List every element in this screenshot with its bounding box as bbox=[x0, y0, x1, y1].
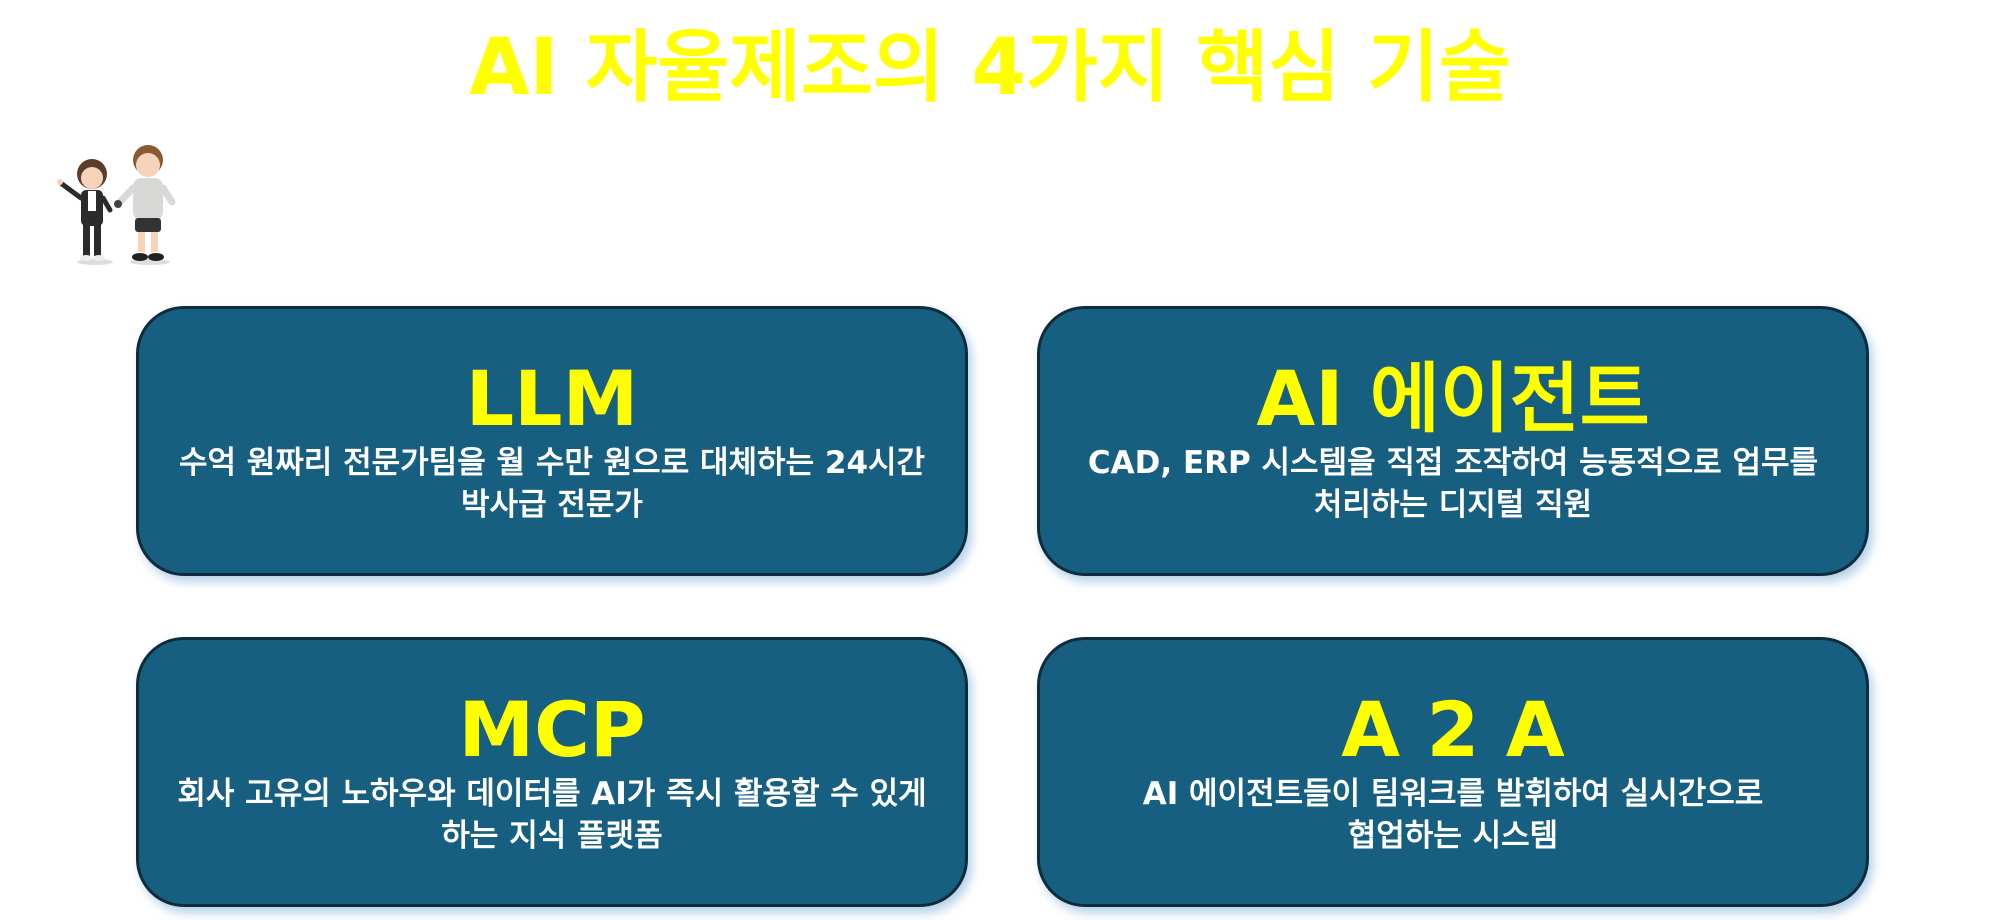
card-description: 회사 고유의 노하우와 데이터를 AI가 즉시 활용할 수 있게 하는 지식 플… bbox=[177, 773, 926, 857]
card-description: CAD, ERP 시스템을 직접 조작하여 능동적으로 업무를 처리하는 디지털… bbox=[1088, 442, 1818, 526]
card-description-line: 협업하는 시스템 bbox=[1347, 818, 1559, 854]
card-title: AI 에이전트 bbox=[1256, 354, 1650, 443]
card-llm: LLM 수억 원짜리 전문가팀을 월 수만 원으로 대체하는 24시간 박사급 … bbox=[136, 306, 968, 576]
page-title: AI 자율제조의 4가지 핵심 기술 bbox=[469, 23, 1511, 113]
two-cartoon-characters-icon bbox=[57, 145, 176, 265]
card-title: A 2 A bbox=[1341, 685, 1565, 774]
card-title: MCP bbox=[458, 685, 646, 774]
card-description-line: 박사급 전문가 bbox=[461, 487, 643, 523]
card-description-line: AI 에이전트들이 팀워크를 발휘하여 실시간으로 bbox=[1142, 776, 1764, 812]
card-description-line: 수억 원짜리 전문가팀을 월 수만 원으로 대체하는 24시간 bbox=[178, 445, 926, 481]
card-title: LLM bbox=[465, 354, 639, 443]
card-description-line: 하는 지식 플랫폼 bbox=[441, 818, 663, 854]
mascot-illustration bbox=[50, 138, 190, 268]
card-description: AI 에이전트들이 팀워크를 발휘하여 실시간으로 협업하는 시스템 bbox=[1143, 773, 1764, 857]
card-description-line: CAD, ERP 시스템을 직접 조작하여 능동적으로 업무를 bbox=[1087, 445, 1819, 481]
card-description-line: 처리하는 디지털 직원 bbox=[1313, 487, 1593, 523]
card-a2a: A 2 A AI 에이전트들이 팀워크를 발휘하여 실시간으로 협업하는 시스템 bbox=[1037, 637, 1869, 907]
card-description-line: 회사 고유의 노하우와 데이터를 AI가 즉시 활용할 수 있게 bbox=[177, 776, 927, 812]
card-description: 수억 원짜리 전문가팀을 월 수만 원으로 대체하는 24시간 박사급 전문가 bbox=[179, 442, 925, 526]
card-mcp: MCP 회사 고유의 노하우와 데이터를 AI가 즉시 활용할 수 있게 하는 … bbox=[136, 637, 968, 907]
card-ai-agent: AI 에이전트 CAD, ERP 시스템을 직접 조작하여 능동적으로 업무를 … bbox=[1037, 306, 1869, 576]
